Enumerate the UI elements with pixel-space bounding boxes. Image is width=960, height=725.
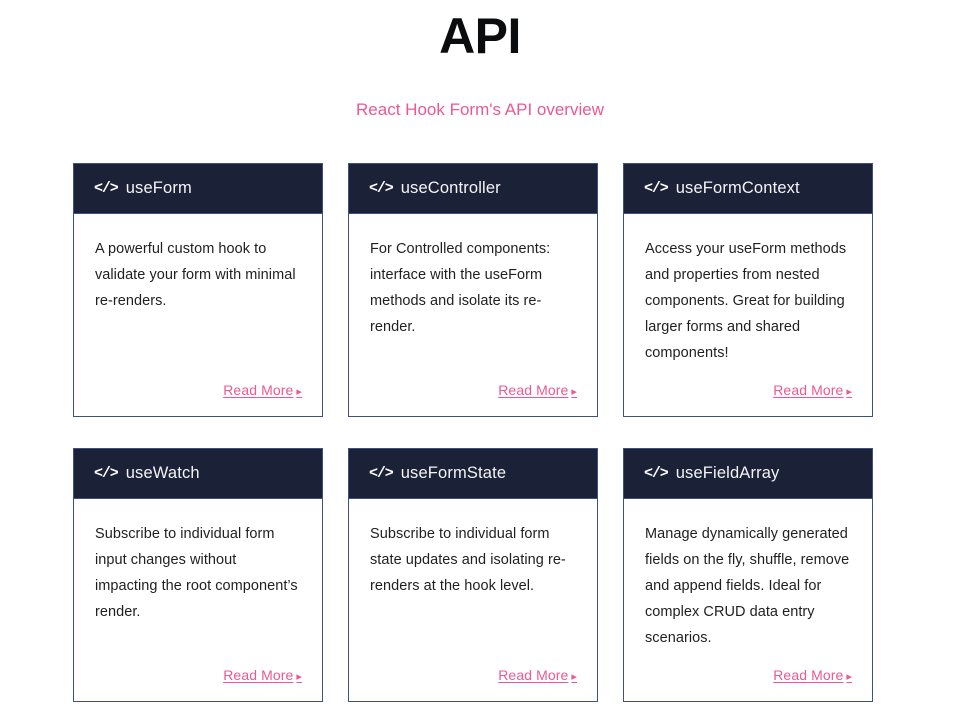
card-footer: Read More▸ bbox=[645, 366, 852, 402]
read-more-link[interactable]: Read More▸ bbox=[498, 665, 577, 687]
read-more-link[interactable]: Read More▸ bbox=[498, 380, 577, 402]
card-footer: Read More▸ bbox=[370, 651, 577, 687]
read-more-label: Read More bbox=[773, 667, 844, 683]
card-header: </> useFieldArray bbox=[624, 449, 872, 499]
chevron-right-icon: ▸ bbox=[571, 671, 577, 683]
read-more-link[interactable]: Read More▸ bbox=[773, 665, 852, 687]
card-description: Access your useForm methods and properti… bbox=[645, 241, 847, 361]
chevron-right-icon: ▸ bbox=[296, 671, 302, 683]
chevron-right-icon: ▸ bbox=[846, 386, 852, 398]
code-tag-icon: </> bbox=[369, 465, 394, 482]
card-title: useFieldArray bbox=[675, 464, 780, 483]
card-header: </> useFormContext bbox=[624, 164, 872, 214]
chevron-right-icon: ▸ bbox=[846, 671, 852, 683]
page-title: API bbox=[439, 8, 521, 64]
read-more-label: Read More bbox=[223, 382, 294, 398]
card-footer: Read More▸ bbox=[95, 366, 302, 402]
read-more-link[interactable]: Read More▸ bbox=[223, 665, 302, 687]
chevron-right-icon: ▸ bbox=[296, 386, 302, 398]
card-body: Subscribe to individual form state updat… bbox=[349, 499, 597, 701]
card-body: Manage dynamically generated fields on t… bbox=[624, 499, 872, 701]
read-more-label: Read More bbox=[223, 667, 294, 683]
card-footer: Read More▸ bbox=[645, 651, 852, 687]
card-description: Manage dynamically generated fields on t… bbox=[645, 526, 850, 646]
read-more-label: Read More bbox=[498, 667, 569, 683]
card-header: </> useWatch bbox=[74, 449, 322, 499]
api-card-usecontroller[interactable]: </> useController For Controlled compone… bbox=[348, 163, 598, 417]
card-description: Subscribe to individual form state updat… bbox=[370, 526, 566, 594]
read-more-link[interactable]: Read More▸ bbox=[773, 380, 852, 402]
api-card-useformcontext[interactable]: </> useFormContext Access your useForm m… bbox=[623, 163, 873, 417]
code-tag-icon: </> bbox=[369, 180, 394, 197]
card-description: For Controlled components: interface wit… bbox=[370, 241, 551, 335]
code-tag-icon: </> bbox=[94, 465, 119, 482]
card-title: useFormState bbox=[400, 464, 507, 483]
card-header: </> useFormState bbox=[349, 449, 597, 499]
page-subtitle: React Hook Form's API overview bbox=[356, 100, 604, 119]
card-body: Access your useForm methods and properti… bbox=[624, 214, 872, 416]
card-footer: Read More▸ bbox=[95, 651, 302, 687]
card-footer: Read More▸ bbox=[370, 366, 577, 402]
card-title: useFormContext bbox=[675, 179, 800, 198]
read-more-link[interactable]: Read More▸ bbox=[223, 380, 302, 402]
card-description: A powerful custom hook to validate your … bbox=[95, 241, 296, 309]
code-tag-icon: </> bbox=[644, 465, 669, 482]
code-tag-icon: </> bbox=[644, 180, 669, 197]
card-header: </> useController bbox=[349, 164, 597, 214]
api-card-useform[interactable]: </> useForm A powerful custom hook to va… bbox=[73, 163, 323, 417]
card-title: useController bbox=[400, 179, 501, 198]
api-card-usewatch[interactable]: </> useWatch Subscribe to individual for… bbox=[73, 448, 323, 702]
api-card-useformstate[interactable]: </> useFormState Subscribe to individual… bbox=[348, 448, 598, 702]
api-card-grid: </> useForm A powerful custom hook to va… bbox=[73, 163, 873, 702]
card-body: For Controlled components: interface wit… bbox=[349, 214, 597, 416]
read-more-label: Read More bbox=[498, 382, 569, 398]
card-header: </> useForm bbox=[74, 164, 322, 214]
api-card-usefieldarray[interactable]: </> useFieldArray Manage dynamically gen… bbox=[623, 448, 873, 702]
read-more-label: Read More bbox=[773, 382, 844, 398]
code-tag-icon: </> bbox=[94, 180, 119, 197]
card-title: useForm bbox=[125, 179, 192, 198]
card-title: useWatch bbox=[125, 464, 200, 483]
card-body: A powerful custom hook to validate your … bbox=[74, 214, 322, 416]
card-description: Subscribe to individual form input chang… bbox=[95, 526, 298, 620]
chevron-right-icon: ▸ bbox=[571, 386, 577, 398]
card-body: Subscribe to individual form input chang… bbox=[74, 499, 322, 701]
page-header: API React Hook Form's API overview bbox=[0, 0, 960, 122]
